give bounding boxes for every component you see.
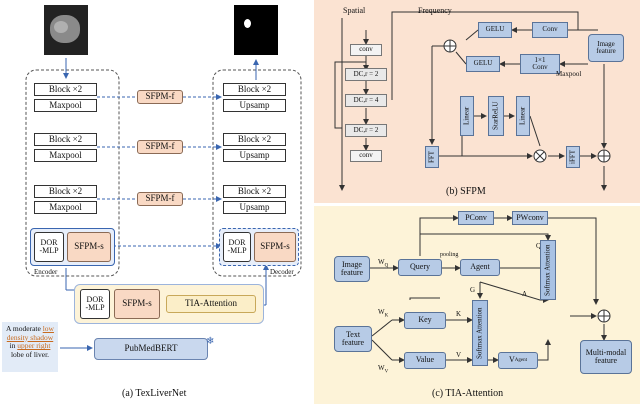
- decoder-label: Decoder: [270, 268, 294, 276]
- sfpm-fft: FFT: [425, 146, 439, 168]
- decoder-block-2: Block ×2: [223, 133, 286, 146]
- sfpm-f-2: SFPM-f: [137, 140, 183, 154]
- sfpm-dc-2: DC,r = 4: [345, 94, 387, 107]
- sfpm-s-encoder: SFPM-s: [67, 232, 111, 262]
- sfpm-conv-bottom: conv: [350, 150, 382, 162]
- tia-query: Query: [398, 259, 442, 276]
- tia-image-feature: Image feature: [334, 256, 370, 282]
- wk-sub: K: [384, 313, 389, 319]
- tia-attention-box: TIA-Attention: [166, 295, 256, 313]
- sfpm-conv-2: 1×1 Conv: [520, 54, 560, 74]
- wk-text: W: [378, 308, 385, 316]
- wv-label: WV: [378, 364, 388, 374]
- wv-text: W: [378, 364, 385, 372]
- v-agent-sub: Agent: [514, 357, 527, 363]
- wq-label: WQ: [378, 258, 388, 268]
- text-highlight-1: low density shadow: [6, 324, 54, 342]
- caption-sfpm: (b) SFPM: [446, 186, 486, 197]
- tia-pconv: PConv: [458, 211, 494, 225]
- sfpm-image-feature: Image feature: [588, 34, 624, 62]
- spatial-label: Spatial: [343, 6, 366, 15]
- a-label: A: [522, 290, 528, 298]
- dor-mlp-fusion: DOR -MLP: [80, 289, 110, 319]
- wq-sub: Q: [384, 263, 389, 269]
- caption-texlivernet: (a) TexLiverNet: [122, 388, 187, 399]
- encoder-block-1: Block ×2: [34, 83, 97, 96]
- sfpm-f-3: SFPM-f: [137, 192, 183, 206]
- encoder-block-2: Block ×2: [34, 133, 97, 146]
- wk-label: WK: [378, 308, 388, 318]
- sfpm-conv-top: conv: [350, 44, 382, 56]
- wv-sub: V: [384, 369, 389, 375]
- sfpm-ifft: iFFT: [566, 146, 580, 168]
- tia-pwconv: PWconv: [512, 211, 548, 225]
- v-label: V: [456, 351, 462, 359]
- dor-mlp-decoder: DOR -MLP: [223, 232, 251, 262]
- sfpm-f-1: SFPM-f: [137, 90, 183, 104]
- pooling-label: pooling: [440, 252, 459, 258]
- sfpm-s-decoder: SFPM-s: [254, 232, 296, 262]
- k-label: K: [456, 310, 462, 318]
- tia-multimodal-feature: Multi-modal feature: [580, 340, 632, 374]
- tia-softmax-2: Softmax Attention: [472, 300, 488, 366]
- encoder-maxpool-1: Maxpool: [34, 99, 97, 112]
- sfpm-linear-1: Linear: [460, 96, 474, 136]
- sfpm-dc-1: DC,r = 2: [345, 68, 387, 81]
- decoder-upsamp-3: Upsamp: [223, 201, 286, 214]
- sfpm-linear-2: Linear: [516, 96, 530, 136]
- tia-key: Key: [404, 312, 446, 329]
- decoder-block-1: Block ×2: [223, 83, 286, 96]
- encoder-maxpool-3: Maxpool: [34, 201, 97, 214]
- encoder-label: Encoder: [34, 268, 58, 276]
- sfpm-gelu-2: GELU: [466, 56, 500, 72]
- tia-agent: Agent: [460, 259, 500, 276]
- caption-tia: (c) TIA-Attention: [432, 388, 504, 399]
- q-label: Q: [536, 242, 542, 250]
- mask-output-image: [234, 5, 278, 55]
- ct-input-image: [44, 5, 88, 55]
- snowflake-icon: ❄: [206, 336, 215, 347]
- sfpm-conv-1: Conv: [532, 22, 568, 38]
- text-suffix: lobe of liver.: [10, 349, 50, 359]
- sfpm-s-fusion: SFPM-s: [114, 289, 160, 319]
- wq-text: W: [378, 258, 385, 266]
- text-prefix: A moderate: [6, 324, 43, 333]
- frequency-label: Frequency: [418, 6, 452, 15]
- v-agent-text: V: [508, 355, 515, 365]
- sfpm-gelu-1: GELU: [478, 22, 512, 38]
- sfpm-dc-3: DC,r = 2: [345, 124, 387, 137]
- tia-value: Value: [404, 352, 446, 369]
- text-mid: in: [9, 341, 18, 351]
- text-prompt: A moderate low density shadow in upper r…: [2, 322, 58, 372]
- decoder-upsamp-2: Upsamp: [223, 149, 286, 162]
- maxpool-label: Maxpool: [556, 70, 582, 78]
- encoder-maxpool-2: Maxpool: [34, 149, 97, 162]
- sfpm-starrelu: StarReLU: [488, 96, 504, 136]
- decoder-upsamp-1: Upsamp: [223, 99, 286, 112]
- text-highlight-2: upper right: [17, 341, 51, 351]
- pubmedbert-box: PubMedBERT: [94, 338, 208, 360]
- encoder-block-3: Block ×2: [34, 185, 97, 198]
- dor-mlp-encoder: DOR -MLP: [34, 232, 64, 262]
- tia-softmax-1: Softmax Attention: [540, 240, 556, 300]
- tia-text-feature: Text feature: [334, 326, 372, 352]
- decoder-block-3: Block ×2: [223, 185, 286, 198]
- g-label: G: [470, 286, 476, 294]
